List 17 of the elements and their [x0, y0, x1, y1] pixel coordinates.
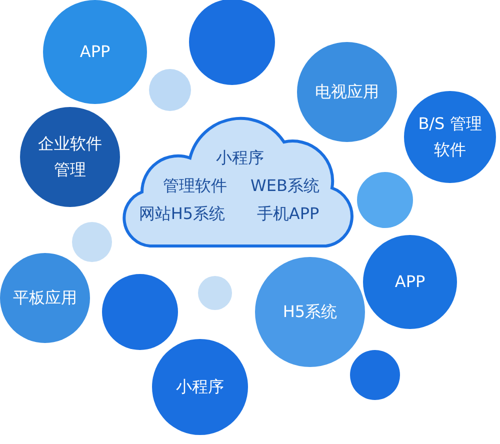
circle	[72, 222, 112, 262]
cloud-label: 手机APP	[256, 204, 320, 225]
cloud-label: 管理软件	[163, 176, 227, 197]
circle	[149, 69, 191, 111]
cloud-label: 小程序	[216, 148, 264, 169]
circle	[350, 350, 400, 400]
cloud-label: WEB系统	[250, 176, 320, 197]
cloud-label: 网站H5系统	[138, 204, 226, 225]
circle-label: H5系统	[282, 301, 338, 323]
circle-label: B/S 管理软件	[417, 113, 483, 161]
circle-label: 平板应用	[12, 287, 78, 309]
circle-label: APP	[394, 271, 426, 293]
circle-label: APP	[78, 41, 112, 63]
circle-label: 电视应用	[314, 81, 380, 103]
circle	[198, 276, 232, 310]
circle-label: 小程序	[175, 376, 225, 398]
circle-label: 企业软件管理	[37, 133, 103, 181]
